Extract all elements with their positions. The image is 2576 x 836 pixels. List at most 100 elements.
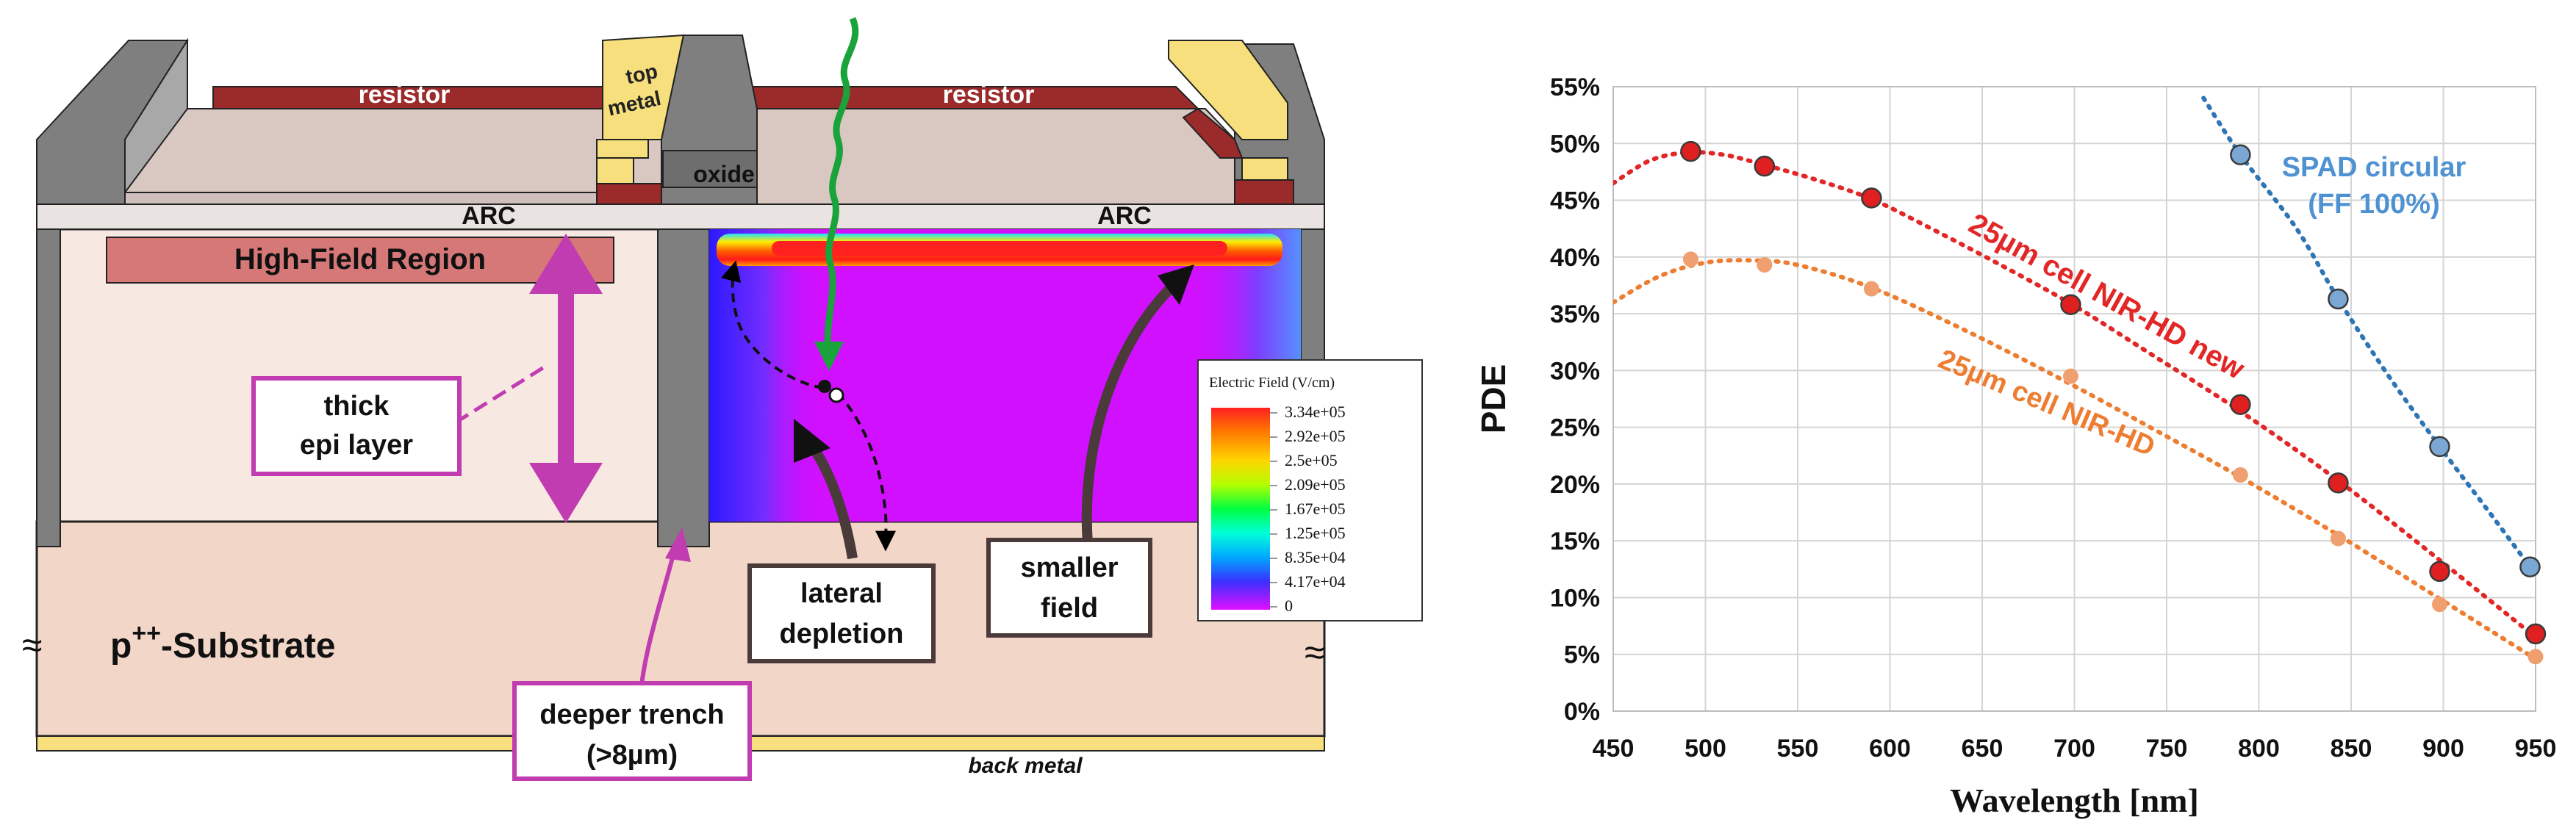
device-cross-section: resistor resistor top metal oxide ARC AR… — [22, 17, 1423, 781]
data-point — [2429, 436, 2450, 458]
colorbar-tick-label: 8.35e+04 — [1285, 548, 1346, 566]
resistor-left-label: resistor — [359, 81, 451, 109]
high-field-region — [106, 237, 614, 284]
thick-epi-label-1: thick — [324, 391, 390, 422]
x-tick-label: 600 — [1869, 735, 1911, 763]
resistor-right-label: resistor — [943, 81, 1035, 109]
photon-path — [824, 17, 859, 361]
colorbar-tick-label: 1.67e+05 — [1285, 500, 1346, 518]
thick-epi-callout — [251, 376, 462, 476]
data-point — [1863, 281, 1879, 297]
top-metal-right — [1168, 40, 1288, 140]
smaller-field-label-1: smaller — [1020, 552, 1118, 583]
deeper-trench-label-2: (>8µm) — [586, 740, 678, 771]
plot-area — [1612, 86, 2536, 712]
thick-epi-label-2: epi layer — [300, 430, 413, 461]
data-point — [2525, 623, 2547, 645]
electron-path — [836, 392, 897, 552]
colorbar-tick-label: 3.34e+05 — [1285, 403, 1346, 421]
x-tick-label: 650 — [1962, 735, 2003, 763]
deeper-trench-callout — [512, 681, 752, 781]
data-point — [2328, 288, 2349, 310]
data-point — [2230, 144, 2251, 165]
y-tick-label: 40% — [1550, 244, 1600, 272]
deeper-trench — [657, 228, 710, 547]
x-tick-label: 700 — [2053, 735, 2095, 763]
deeper-trench-label-1: deeper trench — [539, 699, 724, 730]
epi-thickness-arrow — [529, 234, 603, 523]
trend-line — [1613, 258, 2536, 661]
series-label-spad: SPAD circular — [2282, 152, 2466, 183]
data-point — [2429, 561, 2450, 583]
data-point — [2232, 467, 2248, 483]
y-axis-label: PDE — [1474, 364, 1513, 434]
high-field-region-label: High-Field Region — [234, 243, 486, 275]
data-point — [2328, 472, 2349, 494]
colorbar-tick-label: 2.5e+05 — [1285, 451, 1338, 469]
x-tick-label: 450 — [1593, 735, 1635, 763]
back-metal-label: back metal — [968, 754, 1083, 778]
colorbar-tick-label: 0 — [1285, 597, 1293, 615]
data-point — [1682, 251, 1698, 267]
x-tick-label: 800 — [2238, 735, 2280, 763]
y-tick-label: 15% — [1550, 527, 1600, 555]
data-point — [2527, 649, 2544, 665]
series-nir-hd — [1613, 258, 2536, 661]
data-point — [2060, 294, 2081, 315]
x-tick-label: 950 — [2515, 735, 2557, 763]
series-spad-circular — [2201, 96, 2533, 569]
colorbar-tick-label: 2.92e+05 — [1285, 427, 1346, 445]
break-mark-left: ≈ — [22, 624, 42, 666]
series-nir-hd-new — [1613, 150, 2536, 640]
data-point — [1861, 187, 1882, 209]
x-tick-label: 900 — [2422, 735, 2464, 763]
arc-left-label: ARC — [462, 202, 516, 230]
x-tick-label: 750 — [2146, 735, 2188, 763]
colorbar-tick-label: 4.17e+04 — [1285, 572, 1346, 591]
substrate-label: p++-Substrate — [110, 619, 335, 666]
oxide-slab-left — [124, 108, 662, 193]
colorbar-title: Electric Field (V/cm) — [1209, 375, 1335, 391]
series-label-spad-ff: (FF 100%) — [2308, 189, 2439, 220]
data-point — [2330, 530, 2346, 547]
data-point — [1757, 257, 1773, 273]
y-tick-label: 20% — [1550, 471, 1600, 499]
x-tick-label: 500 — [1685, 735, 1726, 763]
data-point — [2230, 394, 2251, 415]
generation-point — [818, 380, 831, 393]
y-tick-label: 30% — [1550, 357, 1600, 385]
trend-line — [1613, 150, 2536, 640]
y-tick-label: 0% — [1564, 698, 1600, 726]
lateral-depletion-label-2: depletion — [780, 619, 904, 649]
data-point — [1680, 140, 1701, 162]
oxide-label: oxide — [693, 161, 755, 187]
arc-right-label: ARC — [1097, 202, 1152, 230]
lateral-depletion-label-1: lateral — [800, 578, 883, 609]
x-tick-label: 850 — [2331, 735, 2372, 763]
break-mark-right: ≈ — [1305, 632, 1324, 673]
colorbar-legend: Electric Field (V/cm) 3.34e+05 2.92e+05 2.… — [1197, 359, 1423, 621]
y-tick-label: 55% — [1550, 73, 1600, 101]
lateral-depletion-callout — [747, 563, 936, 663]
series-label-nir-hd-new: 25µm cell NIR-HD new — [1964, 207, 2250, 386]
oxide-slab-right — [756, 108, 1235, 205]
y-tick-label: 25% — [1550, 414, 1600, 442]
y-tick-label: 45% — [1550, 187, 1600, 215]
smaller-field-label-2: field — [1041, 593, 1098, 624]
trend-line — [2201, 96, 2533, 569]
y-tick-label: 50% — [1550, 130, 1600, 158]
y-tick-label: 35% — [1550, 300, 1600, 328]
data-point — [2519, 556, 2541, 577]
data-point — [1754, 155, 1776, 177]
pde-chart: 450 500 550 600 650 700 750 800 850 900 950 0% 5% 10%… — [1474, 73, 2556, 819]
smaller-field-callout — [986, 538, 1152, 638]
y-tick-label: 10% — [1550, 584, 1600, 612]
y-tick-label: 5% — [1564, 641, 1600, 669]
data-point — [2431, 597, 2447, 613]
arc-layer — [36, 203, 1325, 230]
series-label-nir-hd: 25µm cell NIR-HD — [1934, 344, 2159, 463]
data-point — [2062, 368, 2078, 384]
colorbar-tick-label: 2.09e+05 — [1285, 475, 1346, 494]
x-tick-label: 550 — [1777, 735, 1819, 763]
